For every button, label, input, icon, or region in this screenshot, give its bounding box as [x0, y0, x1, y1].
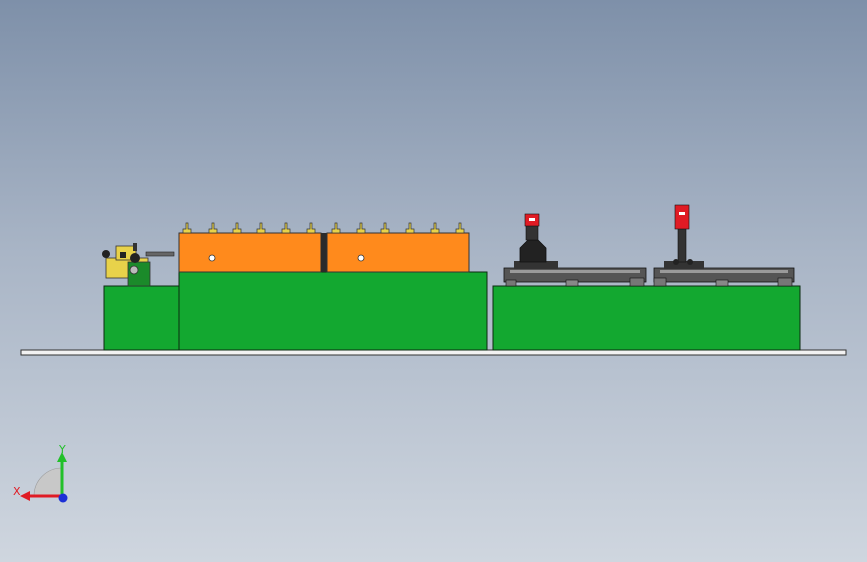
- press-head-1: [519, 213, 547, 263]
- press-head-2: [673, 204, 693, 265]
- frame-right: [492, 285, 801, 351]
- oven-panel-left: [178, 222, 322, 273]
- frame-middle: [178, 271, 488, 351]
- axis-x-label: X: [13, 485, 21, 498]
- frame-small-left: [103, 285, 180, 351]
- feeder-assembly: [102, 243, 175, 287]
- axis-y-label: Y: [58, 443, 66, 456]
- conveyor-station-1: [503, 261, 647, 287]
- panel-divider: [321, 233, 327, 272]
- base-plate: [20, 349, 847, 356]
- view-orientation-triad-icon[interactable]: Y X: [12, 440, 82, 510]
- conveyor-station-2: [653, 261, 795, 287]
- oven-panel-right: [326, 222, 470, 273]
